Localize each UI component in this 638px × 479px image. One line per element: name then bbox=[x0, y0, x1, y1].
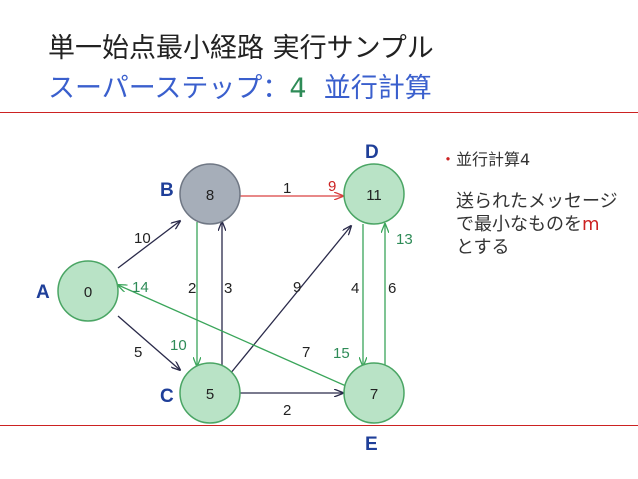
node-a: 0 bbox=[57, 260, 119, 322]
weight-a-c: 5 bbox=[134, 344, 142, 361]
node-a-value: 0 bbox=[84, 284, 92, 301]
weight-d-e: 4 bbox=[351, 280, 359, 297]
node-b-value: 8 bbox=[206, 187, 214, 204]
node-c-letter: C bbox=[160, 386, 174, 407]
edge-a-b bbox=[117, 221, 180, 269]
message-variable: m bbox=[582, 214, 600, 235]
message-line-2: で最小なものをm bbox=[456, 213, 618, 236]
phase-label: 並行計算 bbox=[323, 73, 432, 104]
weight-b-c: 2 bbox=[188, 280, 196, 297]
message-description: 送られたメッセージ で最小なものをm とする bbox=[456, 190, 618, 259]
node-e-letter: E bbox=[365, 434, 378, 455]
node-e-value: 7 bbox=[370, 386, 378, 403]
message-e-a: 14 bbox=[132, 279, 149, 296]
superstep-number: 4 bbox=[289, 73, 307, 104]
bullet-mark: ・ bbox=[440, 150, 457, 169]
node-c-value: 5 bbox=[206, 386, 214, 403]
weight-e-d: 6 bbox=[388, 280, 396, 297]
node-d-letter: D bbox=[365, 142, 379, 163]
node-c: 5 bbox=[179, 362, 241, 424]
message-line-2-text: で最小なものを bbox=[456, 214, 582, 235]
weight-c-d: 9 bbox=[293, 279, 301, 296]
weight-e-a: 7 bbox=[302, 344, 310, 361]
top-divider bbox=[0, 112, 638, 113]
superstep-label: スーパーステップ： bbox=[48, 73, 290, 104]
node-a-letter: A bbox=[36, 282, 50, 303]
node-b: 8 bbox=[179, 163, 241, 225]
weight-a-b: 10 bbox=[134, 230, 151, 247]
message-b-c: 10 bbox=[170, 337, 187, 354]
node-d: 11 bbox=[343, 163, 405, 225]
bullet-text: 並行計算4 bbox=[456, 150, 531, 169]
message-line-3: とする bbox=[456, 237, 510, 258]
weight-c-b: 3 bbox=[224, 280, 232, 297]
weight-c-e: 2 bbox=[283, 402, 291, 419]
bottom-divider bbox=[0, 425, 638, 426]
node-e: 7 bbox=[343, 362, 405, 424]
slide-title: 単一始点最小経路 実行サンプル bbox=[48, 33, 434, 64]
bullet-item: ・並行計算4 bbox=[440, 146, 530, 170]
weight-b-d: 1 bbox=[283, 180, 291, 197]
message-b-d: 9 bbox=[328, 178, 336, 195]
slide-subtitle: スーパーステップ：4 並行計算 bbox=[48, 66, 432, 105]
edge-c-d bbox=[229, 226, 351, 375]
edge-a-c bbox=[117, 315, 180, 370]
message-e-d: 13 bbox=[396, 231, 413, 248]
node-b-letter: B bbox=[160, 180, 174, 201]
message-c-e: 15 bbox=[333, 345, 350, 362]
node-d-value: 11 bbox=[366, 187, 382, 204]
edge-e-a bbox=[118, 285, 347, 387]
message-line-1: 送られたメッセージ bbox=[456, 191, 618, 212]
